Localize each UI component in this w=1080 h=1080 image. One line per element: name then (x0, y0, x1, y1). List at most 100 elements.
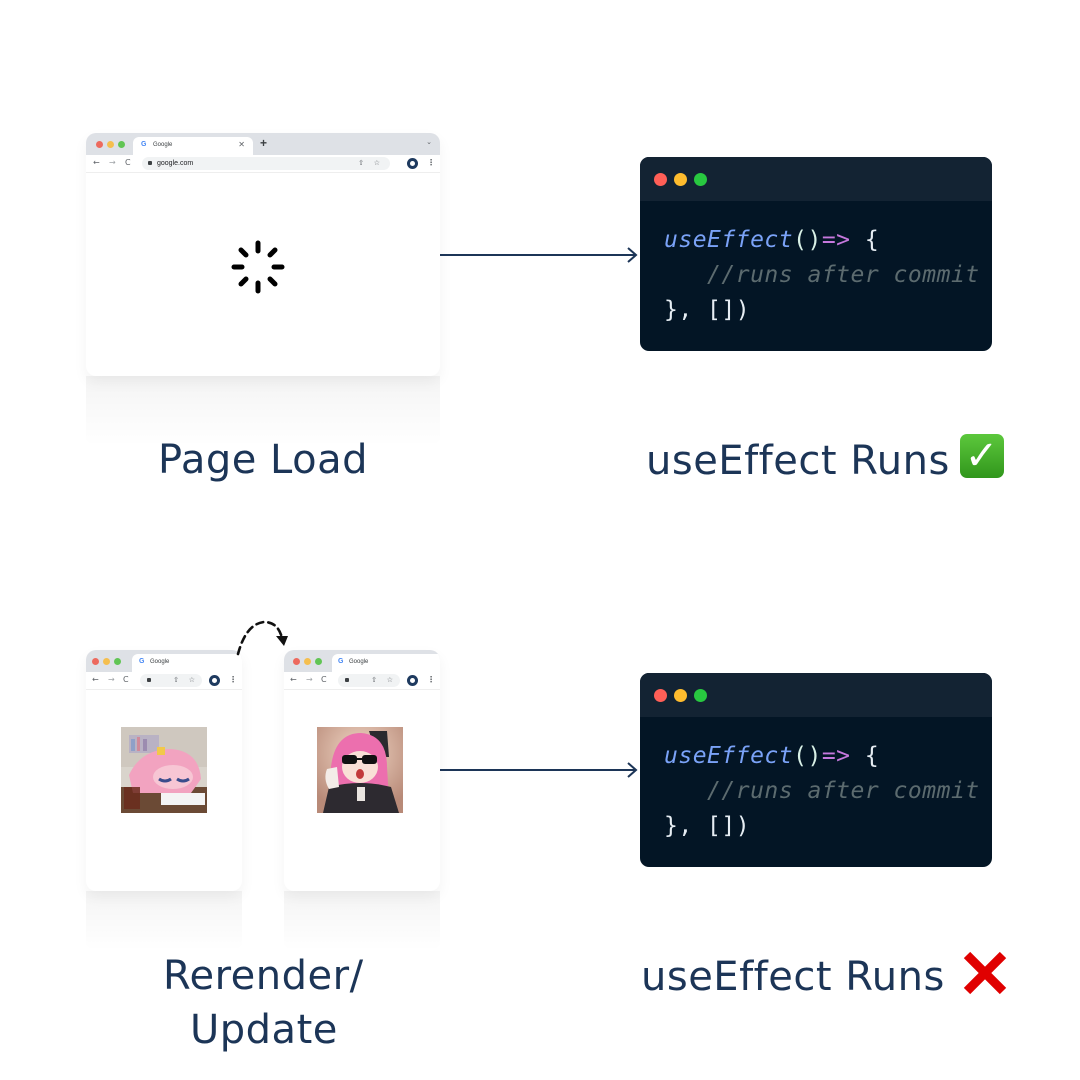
result-label-runs: useEffect Runs (641, 950, 1008, 1003)
profile-avatar[interactable] (407, 158, 418, 169)
code-parens: () (793, 743, 822, 769)
minimize-traffic-light[interactable] (103, 658, 110, 665)
stage-label-rerender-line2: Update (190, 1007, 338, 1053)
reload-icon[interactable]: C (125, 158, 131, 167)
browser-window-before: G Google ← → C ⇧ ☆ ⋮ (86, 650, 242, 891)
tab-strip: G Google ✕ + ⌄ (86, 133, 440, 155)
lock-icon (147, 678, 151, 682)
browser-shadow (284, 891, 440, 951)
check-mark-button-icon: ✓ (959, 433, 1004, 479)
close-traffic-light[interactable] (92, 658, 99, 665)
chevron-down-icon[interactable]: ⌄ (426, 139, 432, 146)
lock-icon (148, 161, 152, 165)
minimize-dot-icon (674, 689, 687, 702)
minimize-traffic-light[interactable] (107, 141, 114, 148)
back-arrow-icon[interactable]: ← (290, 675, 297, 684)
check-glyph: ✓ (964, 433, 999, 479)
maximize-dot-icon (694, 689, 707, 702)
star-icon[interactable]: ☆ (386, 676, 393, 684)
minimize-dot-icon (674, 173, 687, 186)
back-arrow-icon[interactable]: ← (92, 675, 99, 684)
forward-arrow-icon[interactable]: → (109, 158, 116, 167)
reload-icon[interactable]: C (321, 675, 327, 684)
tab-strip: G Google (284, 650, 440, 672)
reload-icon[interactable]: C (123, 675, 129, 684)
profile-avatar[interactable] (209, 675, 220, 686)
tab-title: Google (349, 659, 369, 665)
profile-avatar[interactable] (407, 675, 418, 686)
close-dot-icon (654, 689, 667, 702)
maximize-traffic-light[interactable] (114, 658, 121, 665)
flow-arrow (440, 762, 638, 778)
code-comment: //runs after commit (664, 778, 980, 804)
star-icon[interactable]: ☆ (373, 159, 380, 167)
close-dot-icon (654, 173, 667, 186)
maximize-traffic-light[interactable] (118, 141, 125, 148)
kebab-menu-icon[interactable]: ⋮ (229, 675, 237, 684)
code-window-rerender: useEffect()=> { //runs after commit }, [… (640, 673, 992, 867)
new-tab-icon[interactable]: + (260, 136, 268, 150)
result-text: useEffect Runs (641, 954, 945, 1000)
browser-tab[interactable]: G Google ✕ (133, 137, 253, 155)
stage-label-page-load: Page Load (158, 437, 369, 483)
lock-icon (345, 678, 349, 682)
code-arrow: => (821, 227, 851, 253)
browser-toolbar: ← → C ⇧ ☆ ⋮ (284, 672, 440, 690)
code-closing: }, []) (664, 297, 751, 323)
tab-title: Google (150, 659, 170, 665)
spinner-spoke (238, 247, 249, 258)
code-closing: }, []) (664, 813, 751, 839)
browser-window-after: G Google ← → C ⇧ ☆ ⋮ (284, 650, 440, 891)
result-label-runs: useEffect Runs ✓ (646, 433, 1004, 487)
close-traffic-light[interactable] (293, 658, 300, 665)
browser-toolbar: ← → C ⇧ ☆ ⋮ (86, 672, 242, 690)
back-arrow-icon[interactable]: ← (93, 158, 100, 167)
tab-close-icon[interactable]: ✕ (238, 140, 245, 149)
anime-girl-with-sunglasses-image (317, 727, 403, 813)
flow-arrow (440, 247, 638, 263)
share-icon[interactable]: ⇧ (358, 159, 364, 167)
code-open-brace: { (850, 743, 880, 769)
maximize-traffic-light[interactable] (315, 658, 322, 665)
forward-arrow-icon[interactable]: → (108, 675, 115, 684)
anime-girl-at-desk-image (121, 727, 207, 813)
url-text: google.com (157, 160, 194, 167)
star-icon[interactable]: ☆ (188, 676, 195, 684)
cross-mark-icon (963, 951, 1007, 995)
browser-shadow (86, 891, 242, 951)
address-bar[interactable]: google.com ⇧ ☆ (142, 157, 390, 170)
browser-toolbar: ← → C google.com ⇧ ☆ ⋮ (86, 155, 440, 173)
kebab-menu-icon[interactable]: ⋮ (427, 158, 435, 167)
stage-label-rerender-line1: Rerender/ (163, 953, 364, 999)
minimize-traffic-light[interactable] (304, 658, 311, 665)
code-snippet: useEffect()=> { //runs after commit }, [… (664, 739, 980, 844)
kebab-menu-icon[interactable]: ⋮ (427, 675, 435, 684)
code-function-name: useEffect (664, 743, 794, 769)
share-icon[interactable]: ⇧ (173, 676, 179, 684)
spinner-spoke (267, 276, 278, 287)
close-traffic-light[interactable] (96, 141, 103, 148)
code-snippet: useEffect()=> { //runs after commit }, [… (664, 223, 980, 328)
code-parens: () (793, 227, 822, 253)
code-arrow: => (821, 743, 851, 769)
share-icon[interactable]: ⇧ (371, 676, 377, 684)
browser-tab[interactable]: G Google (332, 654, 440, 672)
spinner-spoke (238, 276, 249, 287)
google-favicon-icon: G (338, 658, 344, 665)
maximize-dot-icon (694, 173, 707, 186)
code-window-header (640, 673, 992, 717)
address-bar[interactable]: ⇧ ☆ (140, 674, 202, 687)
code-window-header (640, 157, 992, 201)
loading-spinner-icon (231, 240, 285, 294)
tab-title: Google (153, 142, 173, 148)
browser-tab[interactable]: G Google (132, 654, 242, 672)
tab-strip: G Google (86, 650, 242, 672)
spinner-spoke (267, 247, 278, 258)
google-favicon-icon: G (139, 658, 145, 665)
forward-arrow-icon[interactable]: → (306, 675, 313, 684)
code-window-page-load: useEffect()=> { //runs after commit }, [… (640, 157, 992, 351)
address-bar[interactable]: ⇧ ☆ (338, 674, 400, 687)
result-text: useEffect Runs (646, 438, 950, 484)
code-function-name: useEffect (664, 227, 794, 253)
browser-window-page-load: G Google ✕ + ⌄ ← → C google.com ⇧ ☆ ⋮ (86, 133, 440, 376)
